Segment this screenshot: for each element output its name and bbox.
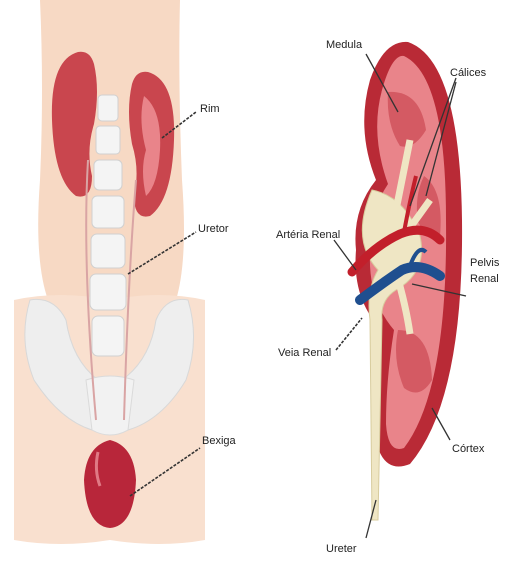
renal-artery-leader-line [334,240,356,270]
kidney-cross-section: Medula Cálices Artéria Renal Pelvis Rena… [276,39,500,555]
label-calyces: Cálices [450,67,487,79]
label-renal-pelvis-line2: Renal [470,273,499,285]
renal-vein-leader-line [336,318,362,350]
label-medulla: Medula [326,39,363,51]
label-renal-vein: Veia Renal [278,347,331,359]
label-bladder: Bexiga [202,435,237,447]
bladder [84,440,136,528]
cortex-leader-line [432,408,450,440]
label-renal-pelvis-line1: Pelvis [470,257,500,269]
label-renal-artery: Artéria Renal [276,229,340,241]
label-ureter-right: Ureter [326,543,357,555]
label-cortex: Córtex [452,443,485,455]
torso-figure: Rim Uretor Bexiga [14,0,237,544]
label-ureter-left: Uretor [198,223,229,235]
label-kidney: Rim [200,103,220,115]
